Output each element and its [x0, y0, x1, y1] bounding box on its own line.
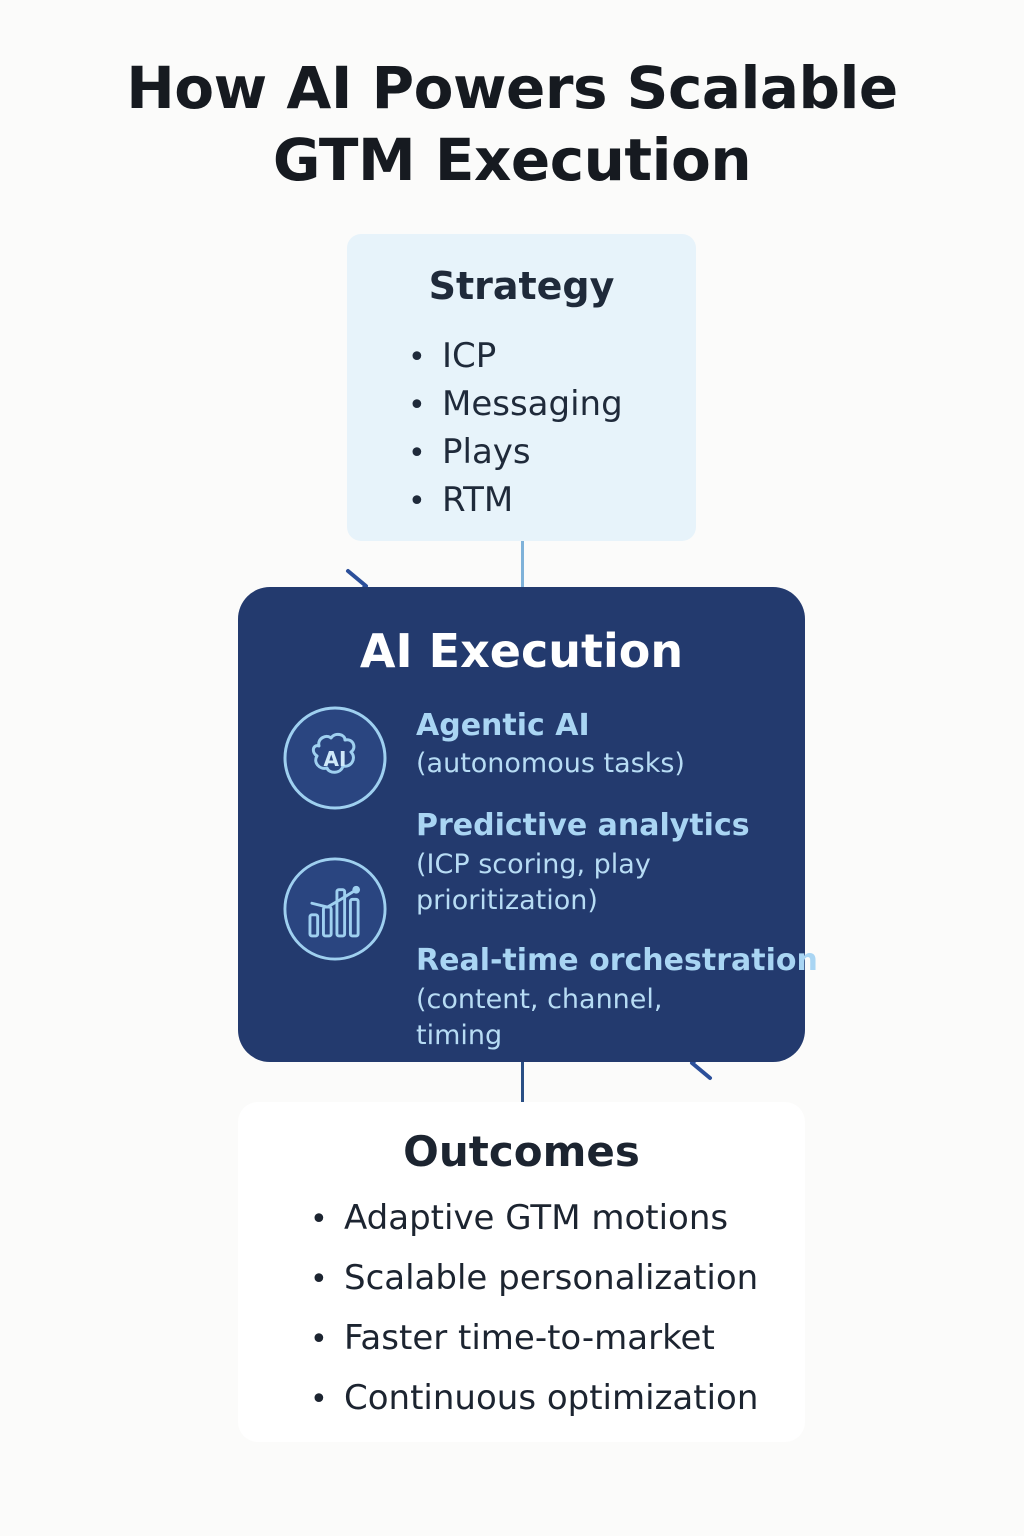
strategy-item: •RTM: [408, 477, 623, 525]
outcomes-heading: Outcomes: [403, 1127, 640, 1176]
strategy-heading: Strategy: [428, 264, 615, 308]
connector-strategy-to-execution: [521, 541, 524, 588]
bullet-icon: •: [310, 1322, 328, 1357]
bullet-icon: •: [408, 436, 426, 471]
outcomes-list: •Adaptive GTM motions •Scalable personal…: [310, 1189, 758, 1429]
title-line-1: How AI Powers Scalable: [126, 54, 898, 122]
strategy-item: •ICP: [408, 333, 623, 381]
bullet-icon: •: [408, 484, 426, 519]
strategy-list: •ICP •Messaging •Plays •RTM: [408, 333, 623, 525]
execution-item-description: (content, channel, timing: [416, 984, 663, 1051]
execution-item-title: Predictive analytics: [416, 808, 750, 843]
connector-execution-to-outcomes: [521, 1062, 524, 1102]
ai-icon-label: AI: [324, 747, 347, 771]
bullet-icon: •: [310, 1262, 328, 1297]
bullet-icon: •: [408, 340, 426, 375]
execution-item-title: Agentic AI: [416, 708, 590, 743]
diagram-title: How AI Powers Scalable GTM Execution: [0, 52, 1024, 196]
ai-brain-icon: AI: [283, 706, 387, 810]
bullet-icon: •: [408, 388, 426, 423]
ai-execution-heading: AI Execution: [359, 624, 684, 678]
outcome-item: •Faster time-to-market: [310, 1309, 758, 1369]
bullet-icon: •: [310, 1202, 328, 1237]
strategy-box: Strategy: [347, 234, 696, 541]
strategy-item: •Plays: [408, 429, 623, 477]
outcome-item: •Scalable personalization: [310, 1249, 758, 1309]
execution-item-description: (autonomous tasks): [416, 748, 685, 779]
outcomes-box: [238, 1102, 805, 1442]
outcome-item: •Continuous optimization: [310, 1369, 758, 1429]
outcome-item: •Adaptive GTM motions: [310, 1189, 758, 1249]
ai-execution-box: [238, 587, 805, 1062]
execution-item-description: (ICP scoring, play prioritization): [416, 849, 651, 916]
execution-item-title: Real-time orchestration: [416, 943, 818, 978]
bullet-icon: •: [310, 1382, 328, 1417]
title-line-2: GTM Execution: [272, 126, 752, 194]
strategy-item: •Messaging: [408, 381, 623, 429]
bar-chart-icon: [283, 857, 387, 961]
